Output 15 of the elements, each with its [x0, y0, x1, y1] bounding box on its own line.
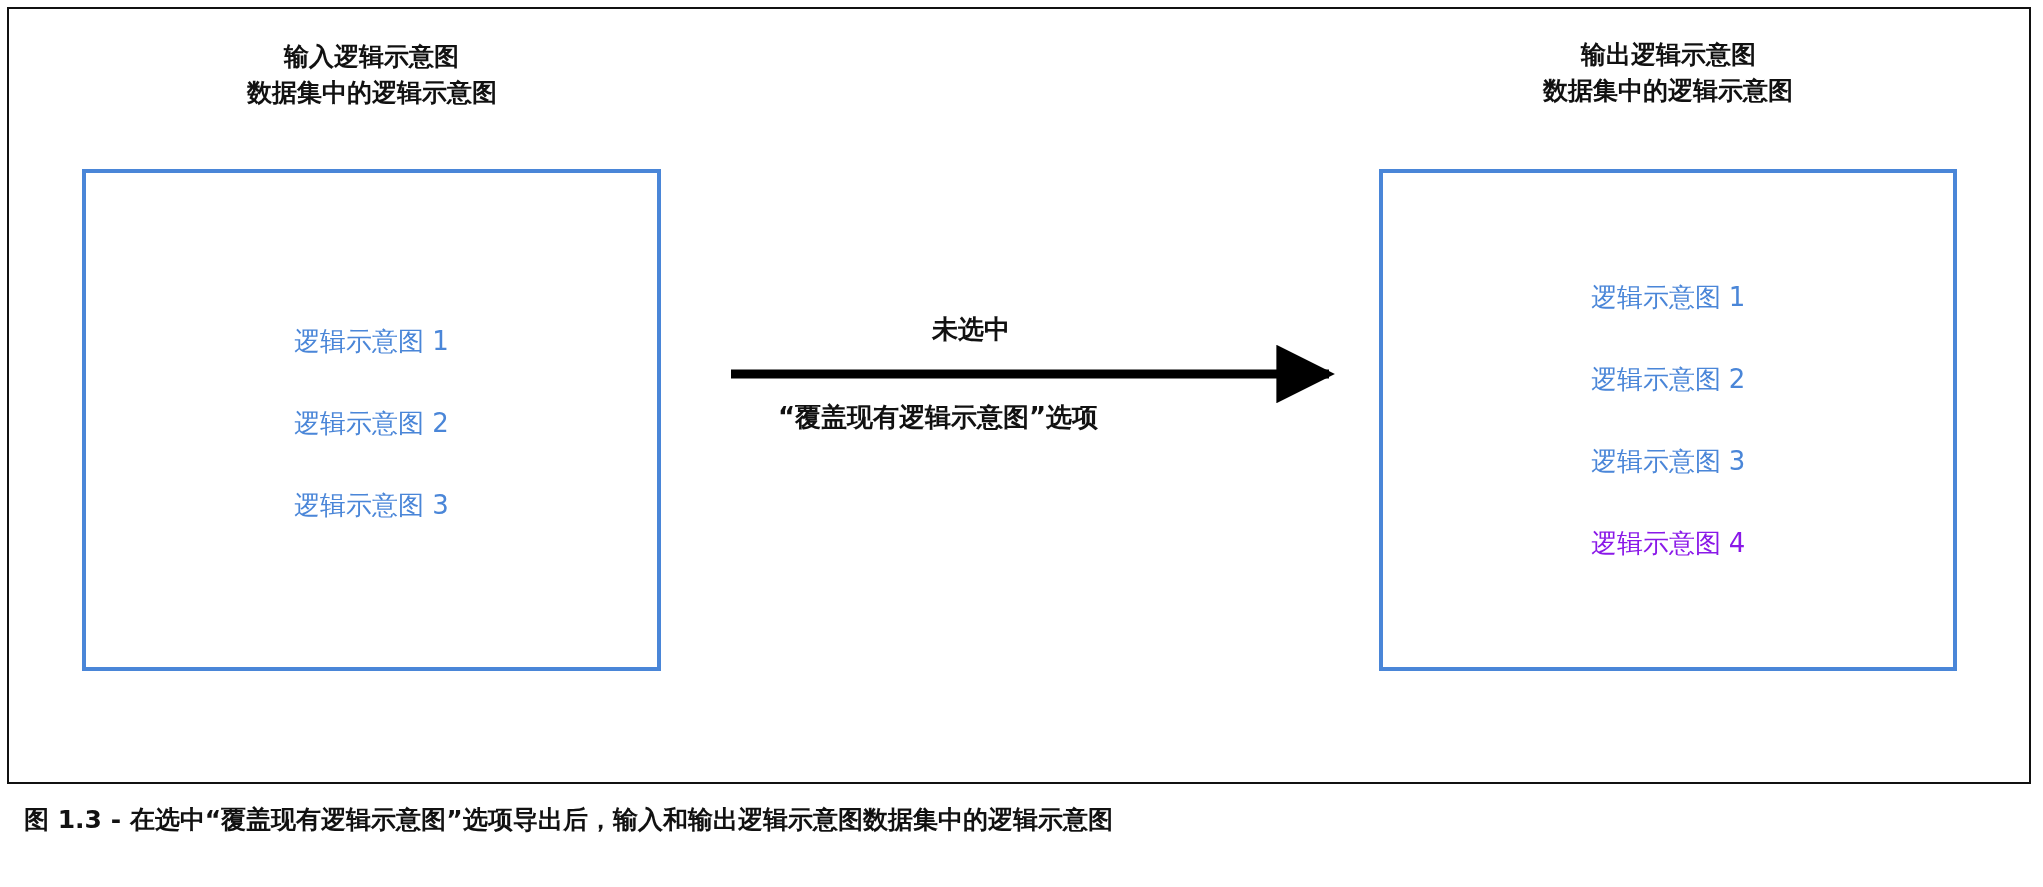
edge-label: 未选中 [932, 313, 1010, 346]
figure-caption: 图 1.3 - 在选中“覆盖现有逻辑示意图”选项导出后，输入和输出逻辑示意图数据集中的逻辑示意图 [24, 804, 1113, 836]
diagram-item: 逻辑示意图 4 [1590, 527, 1746, 560]
diagram-item: 逻辑示意图 3 [294, 489, 449, 522]
option-note: “覆盖现有逻辑示意图”选项 [778, 401, 1099, 434]
box-heading: 数据集中的逻辑示意图 [245, 77, 498, 109]
box-heading: 输出逻辑示意图 [1579, 39, 1757, 71]
diagram-item: 逻辑示意图 2 [1590, 363, 1746, 396]
diagram-item: 逻辑示意图 1 [1590, 281, 1746, 314]
box-heading: 数据集中的逻辑示意图 [1542, 75, 1794, 107]
diagram-item: 逻辑示意图 3 [1590, 445, 1746, 478]
box-heading: 输入逻辑示意图 [282, 41, 460, 73]
diagram-item: 逻辑示意图 1 [294, 325, 449, 358]
arrow [731, 344, 1335, 404]
diagram-item: 逻辑示意图 2 [294, 407, 449, 440]
